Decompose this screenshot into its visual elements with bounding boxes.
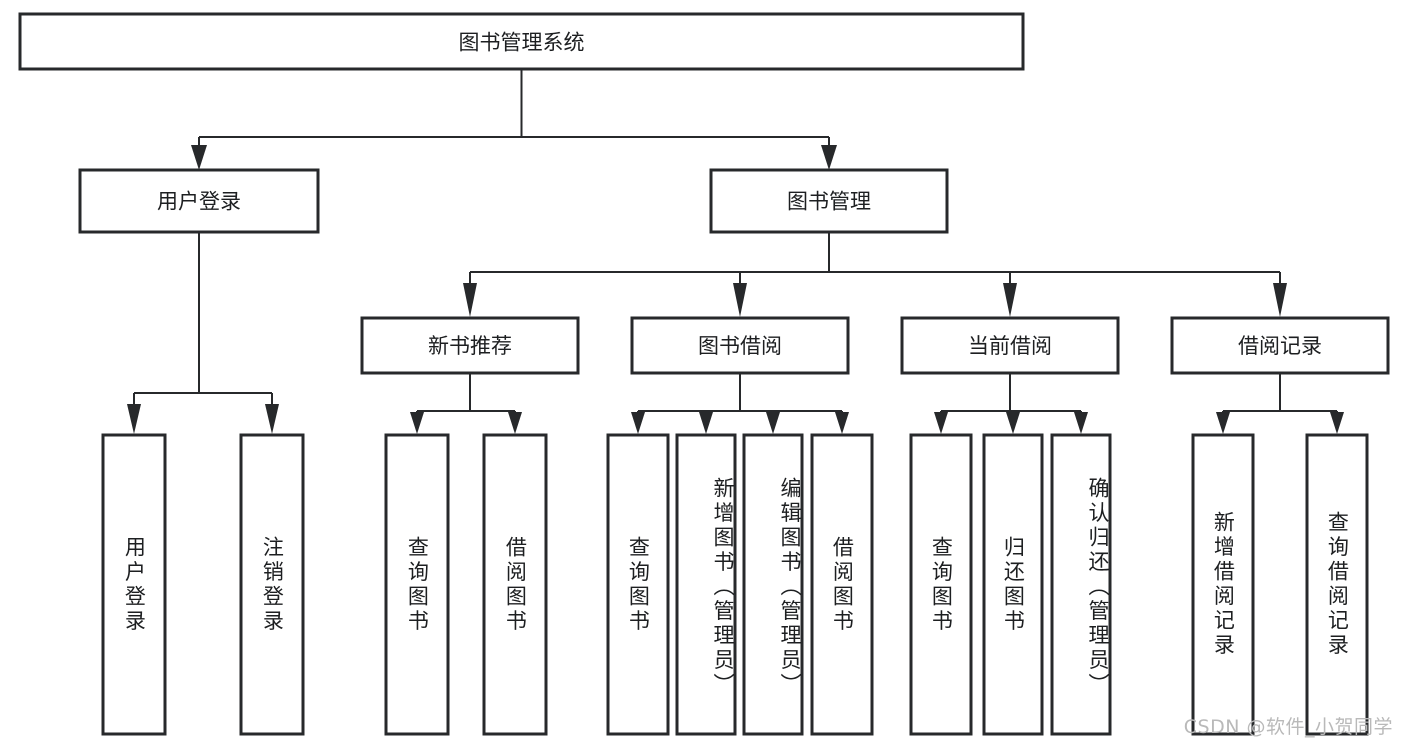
arrowhead-book-mgmt [821, 145, 837, 170]
arrowhead-book-borrow [733, 283, 747, 317]
node-new-book-recommend-label: 新书推荐 [428, 334, 512, 358]
node-book-management-box[interactable] [709, 168, 949, 234]
node-new-book-recommend-box[interactable] [360, 316, 580, 375]
leaf-box-query-book-2[interactable] [606, 433, 670, 736]
arrowhead-leaf-add-record [1216, 412, 1230, 434]
node-book-borrow[interactable]: 图书借阅 [630, 316, 850, 375]
arrowhead-borrow-record [1273, 283, 1287, 317]
node-book-management-label: 图书管理 [787, 190, 871, 214]
node-borrow-record[interactable]: 借阅记录 [1170, 316, 1390, 375]
arrowhead-leaf-query-book-3 [934, 412, 948, 434]
arrowhead-user-login [191, 145, 207, 170]
node-root-box[interactable] [18, 12, 1025, 71]
arrowhead-leaf-query-book-1 [410, 412, 424, 434]
arrowhead-leaf-borrow-book-2 [835, 412, 849, 434]
arrowhead-new-book-rec [463, 283, 477, 317]
leaf-box-user-login[interactable] [101, 433, 167, 736]
node-borrow-record-label: 借阅记录 [1238, 334, 1322, 358]
node-new-book-recommend[interactable]: 新书推荐 [360, 316, 580, 375]
arrowhead-current-borrow [1003, 283, 1017, 317]
node-book-borrow-box[interactable] [630, 316, 850, 375]
node-book-management[interactable]: 图书管理 [709, 168, 949, 234]
arrowhead-leaf-return-book [1006, 412, 1020, 434]
node-borrow-record-box[interactable] [1170, 316, 1390, 375]
leaf-box-confirm-return[interactable] [1050, 433, 1112, 736]
node-current-borrow-label: 当前借阅 [968, 334, 1052, 358]
arrowhead-leaf-add-book [699, 412, 713, 434]
leaf-box-edit-book[interactable] [742, 433, 804, 736]
arrowhead-leaf-borrow-book-1 [508, 412, 522, 434]
arrowhead-leaf-user-login [127, 404, 141, 434]
node-root-label: 图书管理系统 [459, 31, 585, 55]
node-user-login[interactable]: 用户登录 [78, 168, 320, 234]
connector-layer [127, 69, 1344, 434]
arrowhead-leaf-query-record [1330, 412, 1344, 434]
arrowhead-leaf-logout [265, 404, 279, 434]
arrowhead-leaf-query-book-2 [631, 412, 645, 434]
node-user-login-label: 用户登录 [157, 190, 241, 214]
node-root[interactable]: 图书管理系统 [18, 12, 1025, 71]
leaf-box-add-book[interactable] [675, 433, 737, 736]
leaf-box-add-borrow-record[interactable] [1191, 433, 1255, 736]
leaf-box-return-book[interactable] [982, 433, 1044, 736]
node-book-borrow-label: 图书借阅 [698, 334, 782, 358]
leaf-box-query-book-1[interactable] [384, 433, 450, 736]
csdn-watermark: CSDN @软件_小贺同学 [1183, 716, 1393, 738]
leaf-box-query-book-3[interactable] [909, 433, 973, 736]
leaf-layer [101, 433, 1369, 736]
leaf-box-logout[interactable] [239, 433, 305, 736]
leaf-box-borrow-book-2[interactable] [810, 433, 874, 736]
arrowhead-leaf-edit-book [766, 412, 780, 434]
node-current-borrow-box[interactable] [900, 316, 1120, 375]
arrowhead-leaf-confirm-return [1074, 412, 1088, 434]
node-current-borrow[interactable]: 当前借阅 [900, 316, 1120, 375]
leaf-box-query-borrow-record[interactable] [1305, 433, 1369, 736]
node-user-login-box[interactable] [78, 168, 320, 234]
leaf-box-borrow-book-1[interactable] [482, 433, 548, 736]
